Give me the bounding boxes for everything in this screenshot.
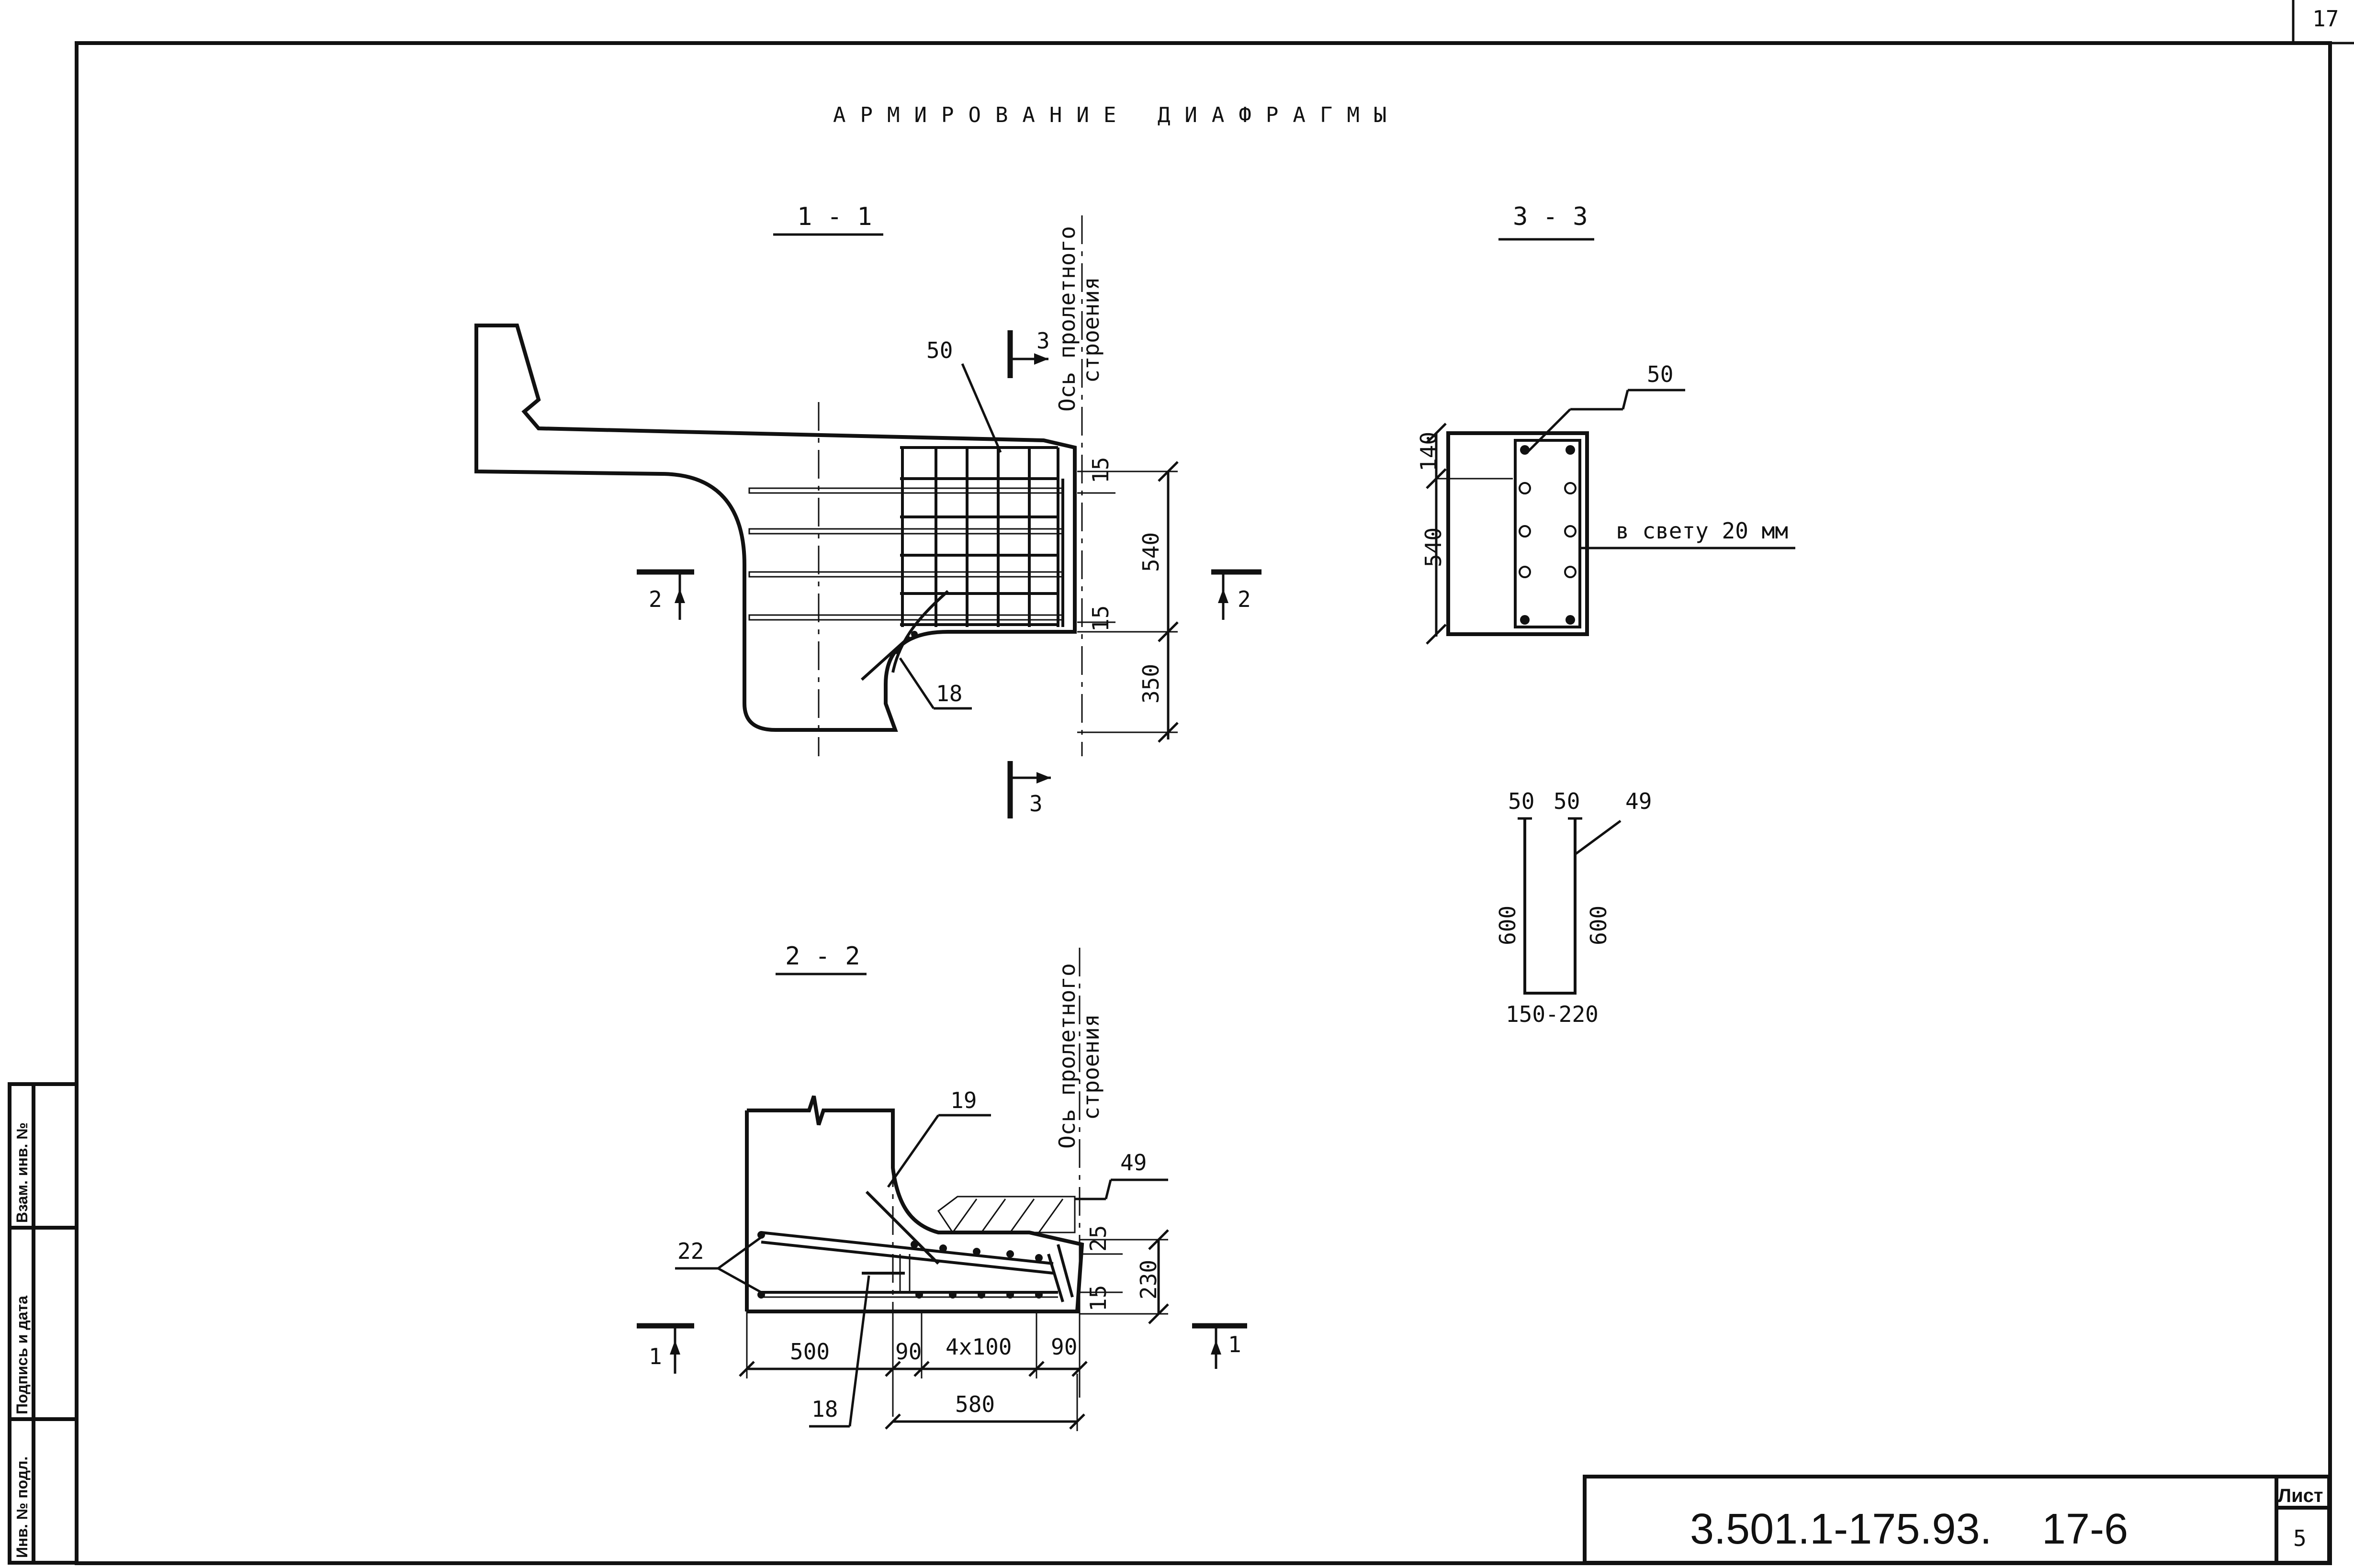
cut-mark-2-left: 2 [637,569,694,620]
section-2-2-label: 2 - 2 [785,942,860,971]
doc-sheet-code: 17-6 [2042,1505,2128,1553]
bar-49-dim-50-left: 50 [1508,788,1534,814]
bar-49-callout: 49 [1625,788,1652,814]
page-number: 17 [2312,6,2339,32]
stamp-col-3: Взам. инв. № [13,1122,31,1223]
bar-49-dim-600-right: 600 [1586,906,1611,945]
dim-15-bottom: 15 [1088,605,1114,632]
dim-140: 140 [1416,432,1442,471]
svg-text:3: 3 [1029,791,1043,817]
callout-18: 18 [936,681,962,706]
dim-350: 350 [1138,664,1164,704]
title-block: 3.501.1-175.93. 17-6 Лист 5 [1583,1475,2331,1565]
bar-49-dim-50-right: 50 [1554,788,1580,814]
svg-text:2: 2 [649,586,662,612]
axis-label-1-line1: Ось пролетного [1054,226,1080,412]
callout-18-section2: 18 [811,1396,838,1422]
bar-18-curve [891,590,949,673]
callout-49-section2: 49 [1120,1150,1147,1176]
section-1-1-label: 1 - 1 [797,202,872,231]
section-1-1: 1 - 1 [474,202,1261,818]
stamp-col-1: Инв. № подл. [13,1456,31,1558]
bar-49-dim-600-left: 600 [1495,906,1521,945]
sheet-label: Лист [2278,1485,2323,1506]
dim-500: 500 [790,1339,830,1365]
cut-mark-3-top: 3 [1007,328,1050,378]
svg-text:1: 1 [649,1344,662,1369]
bar-49-dim-width: 150-220 [1506,1001,1599,1027]
bar-49-detail: 50 50 49 600 600 150-220 [1495,788,1652,1027]
axis-label-2-line2: строения [1078,1014,1104,1120]
axis-label-1-line2: строения [1078,277,1104,383]
left-stamp: Инв. № подл. Подпись и дата Взам. инв. № [8,1082,79,1565]
svg-text:3: 3 [1036,328,1050,354]
stamp-col-2: Подпись и дата [13,1296,31,1414]
svg-text:1: 1 [1228,1332,1241,1357]
drawing-title: АРМИРОВАНИЕ ДИАФРАГМЫ [833,103,1401,127]
mesh-50 [900,446,1064,627]
cut-mark-1-left: 1 [637,1323,694,1374]
cut-mark-2-right: 2 [1211,569,1261,620]
section-3-3-label: 3 - 3 [1513,202,1588,231]
section-3-3-outline [1446,431,1589,636]
dim-540: 540 [1138,532,1164,572]
dimension-chain-1: 15 540 15 350 [1077,457,1179,743]
doc-code: 3.501.1-175.93. [1690,1505,1992,1553]
section-2-2: 2 - 2 Ось [637,942,1247,1431]
clear-gap-note: в свету 20 мм [1616,518,1788,544]
section-3-3: 3 - 3 50 в свету 20 мм 140 540 [1416,202,1795,645]
dim-540-section3: 540 [1420,527,1446,567]
beam-outline [474,324,1077,732]
dim-15-top: 15 [1088,457,1114,483]
dim-25: 25 [1085,1225,1111,1252]
callout-19: 19 [950,1087,977,1113]
dim-230: 230 [1136,1260,1161,1299]
dim-4x100: 4x100 [946,1334,1012,1360]
sheet-number: 5 [2293,1525,2307,1551]
section-2-2-outline [747,1095,1084,1313]
dim-580: 580 [955,1391,995,1417]
dim-90-left: 90 [895,1339,922,1365]
callout-50-section3: 50 [1647,361,1673,387]
bar-49-shape [1523,818,1577,995]
dim-90-right: 90 [1051,1334,1077,1360]
cut-mark-1-right: 1 [1192,1323,1247,1369]
cut-mark-3-bottom: 3 [1007,761,1051,818]
dim-15-section2: 15 [1085,1285,1111,1311]
drawing-frame [75,0,2354,1565]
axis-label-2-line1: Ось пролетного [1054,963,1080,1149]
callout-22: 22 [677,1238,704,1264]
callout-50: 50 [926,337,953,363]
svg-text:2: 2 [1238,586,1251,612]
